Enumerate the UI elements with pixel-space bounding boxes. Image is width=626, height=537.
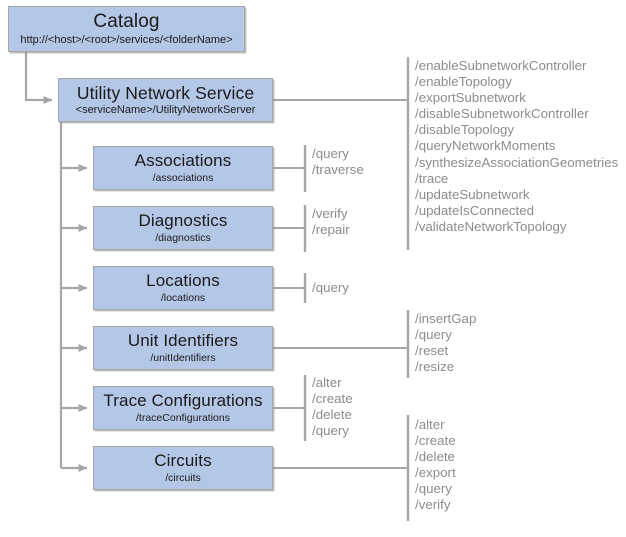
node-associations-subtitle: /associations <box>152 172 214 184</box>
node-diagnostics-subtitle: /diagnostics <box>155 232 211 244</box>
node-circuits-subtitle: /circuits <box>165 472 201 484</box>
node-utility-network-service-subtitle: <serviceName>/UtilityNetworkServer <box>75 104 256 116</box>
node-catalog[interactable]: Catalog http://<host>/<root>/services/<f… <box>8 6 245 52</box>
operation-label: /alter <box>415 417 445 432</box>
node-circuits-title: Circuits <box>154 451 212 470</box>
operation-label: /delete <box>312 407 352 423</box>
node-associations-title: Associations <box>134 151 232 170</box>
operation-label: /synthesizeAssociationGeometries <box>415 154 619 170</box>
operation-label: /reset <box>415 343 449 359</box>
node-locations-title: Locations <box>146 271 220 290</box>
node-locations-subtitle: /locations <box>160 292 206 304</box>
operation-label: /alter <box>312 375 342 390</box>
operation-label: /repair <box>312 222 350 238</box>
operation-label: /enableSubnetworkController <box>415 58 587 73</box>
operation-label: /create <box>415 433 456 449</box>
node-catalog-subtitle: http://<host>/<root>/services/<folderNam… <box>20 34 233 46</box>
node-unit-identifiers[interactable]: Unit Identifiers /unitIdentifiers <box>93 326 273 370</box>
node-locations[interactable]: Locations /locations <box>93 266 273 310</box>
node-trace-configurations-subtitle: /traceConfigurations <box>136 412 230 424</box>
operations-associations: /query/traverse <box>312 146 364 178</box>
operation-label: /trace <box>415 170 449 186</box>
operations-circuits: /alter/create/delete/export/query/verify <box>415 417 456 514</box>
operation-label: /delete <box>415 449 455 465</box>
operation-label: /traverse <box>312 162 364 178</box>
node-circuits[interactable]: Circuits /circuits <box>93 446 273 490</box>
operation-label: /updateIsConnected <box>415 202 535 218</box>
operation-label: /verify <box>312 206 348 221</box>
operation-label: /export <box>415 465 456 481</box>
operations-diagnostics: /verify/repair <box>312 206 350 238</box>
node-trace-configurations-title: Trace Configurations <box>103 391 263 410</box>
node-unit-identifiers-subtitle: /unitIdentifiers <box>150 352 216 364</box>
operation-label: /verify <box>415 497 451 513</box>
node-utility-network-service[interactable]: Utility Network Service <serviceName>/Ut… <box>58 78 273 122</box>
operation-label: /query <box>312 146 349 161</box>
node-diagnostics-title: Diagnostics <box>138 211 228 230</box>
operations-utility-network-service: /enableSubnetworkController/enableTopolo… <box>415 58 618 235</box>
node-trace-configurations[interactable]: Trace Configurations /traceConfiguration… <box>93 386 273 430</box>
operation-label: /disableSubnetworkController <box>415 106 589 122</box>
operation-label: /updateSubnetwork <box>415 186 530 202</box>
node-unit-identifiers-title: Unit Identifiers <box>127 331 239 350</box>
operations-trace-configurations: /alter/create/delete/query <box>312 375 353 439</box>
node-utility-network-service-title: Utility Network Service <box>76 83 255 103</box>
operation-label: /exportSubnetwork <box>415 90 526 106</box>
operation-label: /disableTopology <box>415 122 515 138</box>
operation-label: /query <box>415 481 452 497</box>
operations-locations: /query <box>312 280 349 296</box>
node-associations[interactable]: Associations /associations <box>93 146 273 190</box>
edge-catalog-to-service <box>24 52 53 104</box>
operation-label: /query <box>415 327 452 343</box>
operation-label: /queryNetworkMoments <box>415 138 556 154</box>
operation-label: /query <box>312 423 349 439</box>
operation-label: /resize <box>415 359 455 375</box>
node-catalog-title: Catalog <box>93 11 160 32</box>
operation-label: /validateNetworkTopology <box>415 218 567 234</box>
operation-label: /enableTopology <box>415 74 512 90</box>
node-diagnostics[interactable]: Diagnostics /diagnostics <box>93 206 273 250</box>
operation-label: /query <box>312 280 349 295</box>
operation-label: /create <box>312 391 353 407</box>
operations-unit-identifiers: /insertGap/query/reset/resize <box>415 311 476 375</box>
operation-label: /insertGap <box>415 311 477 326</box>
